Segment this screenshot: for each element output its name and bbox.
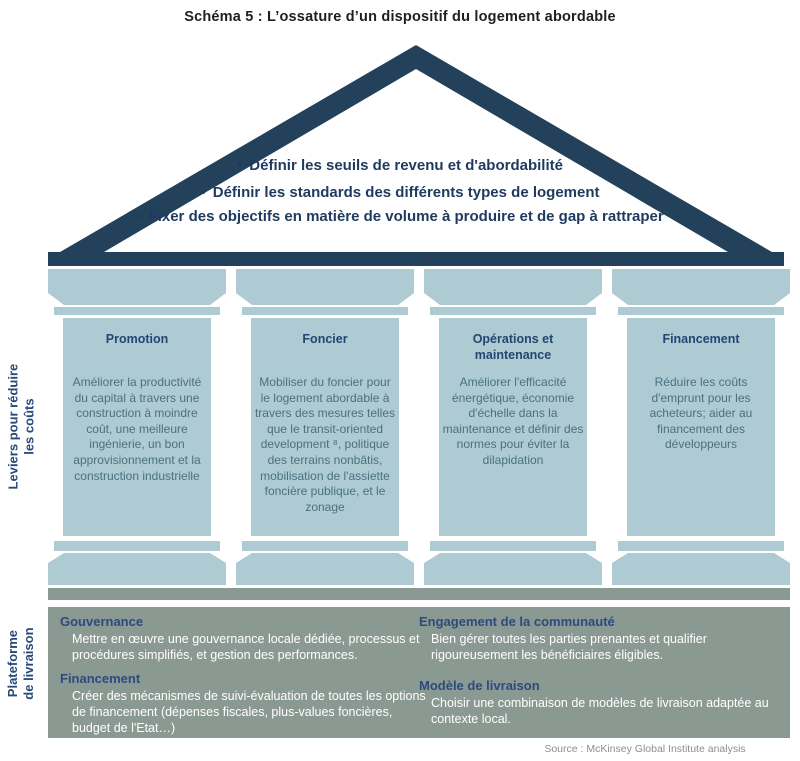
pillar-capital-collar: [54, 307, 220, 315]
pillar-shaft: Promotion Améliorer la productivité du c…: [63, 318, 211, 536]
pillar-title: Foncier: [302, 332, 348, 346]
pillar-base-taper: [612, 553, 790, 563]
pillar-capital-taper: [424, 293, 602, 305]
pillar-base-collar: [242, 541, 408, 551]
roof-bullet-line: • Définir les seuils de revenu et d'abord…: [0, 157, 800, 174]
roof-bullet-line: • Définir les standards des différents ty…: [0, 184, 800, 201]
roof-bullet-text: Fixer des objectifs en matière de volume…: [148, 208, 664, 225]
pillar-base-collar: [618, 541, 784, 551]
page-title: Schéma 5 : L’ossature d’un dispositif du…: [184, 9, 616, 25]
pillar-title: Financement: [662, 332, 740, 346]
source-note: Source : McKinsey Global Institute analy…: [544, 743, 746, 755]
roof-bullet-text: Définir les seuils de revenu et d'aborda…: [249, 157, 563, 174]
pillar-title: Opérations et maintenance: [472, 332, 554, 363]
roof-right-slope: [416, 45, 784, 259]
pillar-base: [424, 563, 602, 585]
pillar-capital: [424, 269, 602, 293]
platform-column-right: Engagement de la communauté Bien gérer t…: [419, 614, 778, 738]
pillar-base: [48, 563, 226, 585]
platform-step: [48, 588, 790, 600]
pillar-shaft: Opérations et maintenance Améliorer l'ef…: [439, 318, 587, 536]
roof-bullet-line: • Fixer des objectifs en matière de volum…: [0, 208, 800, 225]
roof-entablature-bar: [48, 252, 784, 266]
pillar-title: Promotion: [105, 332, 169, 346]
pillar-shaft: Foncier Mobiliser du foncier pour le log…: [251, 318, 399, 536]
roof-bullet-text: Définir les standards des différents typ…: [212, 184, 600, 201]
pillar-base-taper: [424, 553, 602, 563]
pillar-operations-maintenance: Opérations et maintenance Améliorer l'ef…: [424, 269, 602, 585]
pillar-base: [236, 563, 414, 585]
section-engagement-title: Engagement de la communauté: [419, 614, 615, 629]
section-gouvernance-body: Mettre en œuvre une gouvernance locale d…: [72, 632, 420, 662]
side-label-plateforme: Plateforme de livraison: [4, 627, 36, 700]
pillar-capital: [236, 269, 414, 293]
section-modele-title: Modèle de livraison: [419, 678, 540, 693]
pillar-body: Réduire les coûts d'emprunt pour les ach…: [649, 375, 753, 452]
pillar-capital-collar: [430, 307, 596, 315]
bullet-icon: •: [136, 208, 142, 225]
pillar-capital: [48, 269, 226, 293]
section-gouvernance-title: Gouvernance: [60, 614, 144, 629]
pillars-row: Promotion Améliorer la productivité du c…: [48, 269, 790, 585]
pillar-body: Améliorer la productivité du capital à t…: [72, 375, 202, 483]
pillar-body: Mobiliser du foncier pour le logement ab…: [254, 375, 396, 514]
pillar-base-taper: [236, 553, 414, 563]
pillar-base-taper: [48, 553, 226, 563]
section-engagement-body: Bien gérer toutes les parties prenantes …: [431, 632, 707, 662]
pillar-financement: Financement Réduire les coûts d'emprunt …: [612, 269, 790, 585]
platform-column-left: Gouvernance Mettre en œuvre une gouverna…: [60, 614, 426, 738]
delivery-platform: Gouvernance Mettre en œuvre une gouverna…: [48, 607, 790, 738]
roof-pediment: [48, 45, 784, 266]
pillar-shaft: Financement Réduire les coûts d'emprunt …: [627, 318, 775, 536]
pillar-capital-taper: [48, 293, 226, 305]
pillar-capital-collar: [618, 307, 784, 315]
pillar-promotion: Promotion Améliorer la productivité du c…: [48, 269, 226, 585]
side-label-leviers: Leviers pour réduire les coûts: [5, 363, 36, 490]
bullet-icon: •: [200, 184, 206, 201]
pillar-capital-collar: [242, 307, 408, 315]
pillar-base-collar: [54, 541, 220, 551]
roof-left-slope: [48, 45, 416, 259]
pillar-capital: [612, 269, 790, 293]
pillar-base-collar: [430, 541, 596, 551]
pillar-capital-taper: [612, 293, 790, 305]
pillar-base: [612, 563, 790, 585]
section-financement-body: Créer des mécanismes de suivi-évaluation…: [72, 689, 426, 735]
section-modele-body: Choisir une combinaison de modèles de li…: [431, 696, 769, 726]
pillar-foncier: Foncier Mobiliser du foncier pour le log…: [236, 269, 414, 585]
bullet-icon: •: [237, 157, 243, 174]
section-financement-title: Financement: [60, 671, 141, 686]
pillar-body: Améliorer l'efficacité énergétique, écon…: [442, 375, 584, 467]
pillar-capital-taper: [236, 293, 414, 305]
